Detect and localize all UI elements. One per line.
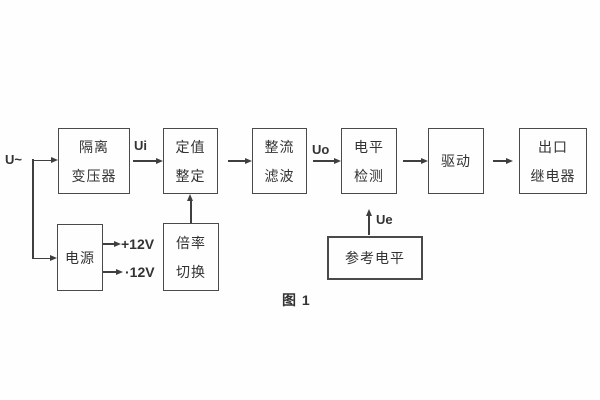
arrowhead-into-rectifier: [245, 158, 252, 164]
wire-uo: [313, 160, 334, 162]
block-label-line: 继电器: [530, 167, 576, 184]
wire-plus-12v: [103, 243, 114, 245]
block-label-line: 隔离: [79, 138, 109, 155]
block-reference-level: 参考电平: [327, 236, 423, 280]
signal-ui-label: Ui: [134, 138, 147, 153]
arrowhead-into-relay: [506, 158, 513, 164]
arrowhead-into-setting: [156, 158, 163, 164]
wire-u-input-to-transformer: [32, 159, 52, 161]
wire-level-to-drive: [403, 160, 421, 162]
block-label-line: 驱动: [441, 153, 471, 169]
arrowhead-minus-12v: [116, 269, 123, 275]
arrowhead-into-transformer: [51, 157, 58, 164]
block-output-relay: 出口 继电器: [519, 128, 587, 194]
signal-u-input-label: U~: [5, 152, 22, 167]
arrowhead-into-drive: [421, 158, 428, 164]
block-label-line: 整定: [175, 167, 206, 184]
arrowhead-into-power: [50, 255, 57, 262]
block-label-line: 滤波: [264, 167, 295, 184]
figure-caption: 图 1: [282, 292, 311, 308]
block-label-line: 变压器: [71, 167, 117, 184]
block-label-line: 切换: [176, 263, 206, 280]
wire-u-input-to-power: [32, 257, 50, 259]
block-label-line: 电源: [65, 249, 95, 266]
arrowhead-up-into-setting: [187, 194, 194, 201]
block-isolation-transformer: 隔离 变压器: [58, 128, 130, 194]
wire-setting-to-rectifier: [228, 160, 245, 162]
block-label-line: 出口: [538, 138, 568, 155]
arrowhead-plus-12v: [114, 241, 121, 247]
wire-minus-12v: [103, 271, 116, 273]
block-label-line: 电平: [354, 138, 384, 155]
signal-uo-label: Uo: [312, 142, 330, 157]
block-ratio-switch: 倍率 切换: [163, 223, 219, 291]
wire-u-input-vertical: [32, 159, 34, 259]
block-drive: 驱动: [428, 128, 484, 194]
block-label-line: 倍率: [176, 234, 206, 251]
rail-plus-12v-label: +12V: [121, 236, 155, 252]
arrowhead-up-ue: [365, 209, 372, 216]
arrowhead-into-level-detection: [334, 158, 341, 164]
block-rectifier-filter: 整流 滤波: [252, 128, 307, 194]
block-label-line: 检测: [354, 167, 384, 184]
wire-ratio-to-setting: [190, 201, 192, 223]
block-label-line: 参考电平: [345, 250, 405, 266]
block-power-supply: 电源: [57, 224, 103, 291]
block-level-detection: 电平 检测: [341, 128, 397, 194]
block-label-line: 整流: [264, 138, 295, 155]
wire-drive-to-relay: [493, 160, 506, 162]
rail-minus-12v-label: ·12V: [125, 264, 155, 280]
wire-ue: [368, 216, 370, 235]
wire-ui: [133, 160, 156, 162]
signal-ue-label: Ue: [376, 212, 393, 227]
block-setting-adjustment: 定值 整定: [163, 128, 218, 194]
block-label-line: 定值: [175, 138, 206, 155]
